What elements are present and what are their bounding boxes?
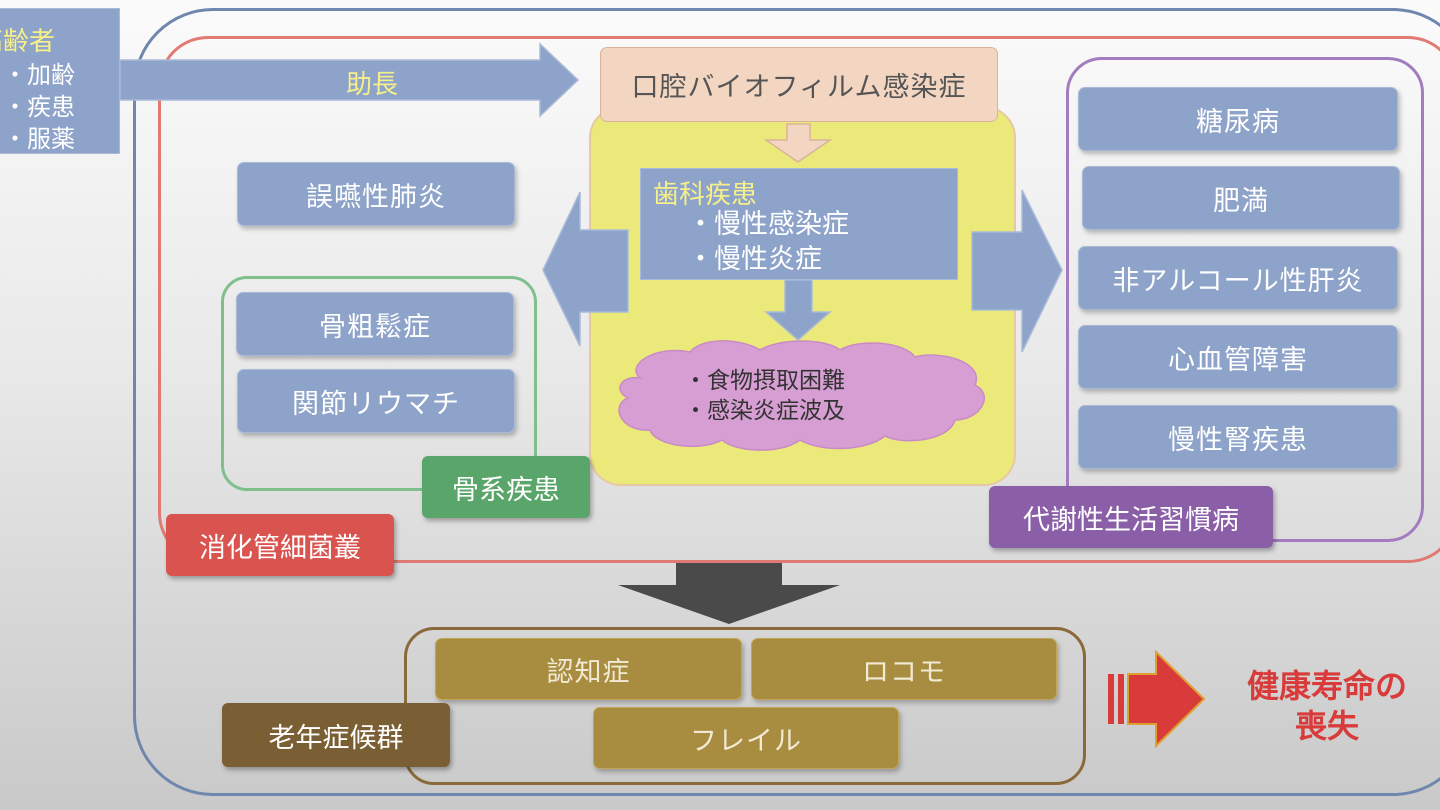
obesity-box: 肥満: [1082, 166, 1400, 230]
bone-frame: [221, 276, 537, 491]
metabolic-tag: 代謝性生活習慣病: [989, 486, 1273, 548]
right-arrow: [971, 189, 1063, 353]
elderly-item: ・服薬: [3, 125, 75, 153]
elderly-item: ・加齢: [3, 61, 75, 89]
nash-box: 非アルコール性肝炎: [1078, 246, 1398, 310]
biofilm-down-arrow: [763, 123, 833, 163]
left-arrow: [542, 191, 629, 347]
cloud-shape: [618, 340, 985, 451]
dental-item: ・慢性炎症: [687, 244, 822, 275]
dental-down-arrow: [764, 279, 832, 341]
cloud-item: ・食物摂取困難: [684, 368, 845, 394]
elderly-box: 高齢者 ・加齢 ・疾患 ・服薬: [0, 8, 120, 154]
oral-biofilm-box: 口腔バイオフィルム感染症: [600, 47, 998, 122]
diabetes-box: 糖尿病: [1078, 87, 1398, 151]
elderly-title: 高齢者: [0, 27, 56, 57]
cloud-text: ・食物摂取困難 ・感染炎症波及: [684, 366, 845, 426]
kidney-disease-box: 慢性腎疾患: [1078, 405, 1398, 469]
outcome-arrow: [1127, 649, 1206, 749]
cloud-item: ・感染炎症波及: [684, 398, 845, 424]
aspiration-pneumonia-box: 誤嚥性肺炎: [237, 162, 515, 226]
gut-flora-tag: 消化管細菌叢: [166, 514, 394, 576]
cardiovascular-box: 心血管障害: [1078, 325, 1398, 389]
outcome-line: 健康寿命の: [1246, 667, 1407, 705]
outcome-arrow-stripe: [1108, 674, 1114, 724]
dental-disease-box: 歯科疾患 ・慢性感染症 ・慢性炎症: [640, 168, 958, 280]
dental-title: 歯科疾患: [653, 180, 758, 210]
promote-label: 助長: [346, 70, 399, 100]
promote-arrow: [119, 42, 580, 118]
outcome-text: 健康寿命の 喪失: [1212, 666, 1440, 746]
dental-item: ・慢性感染症: [687, 209, 849, 240]
bone-disease-tag: 骨系疾患: [422, 456, 590, 518]
outcome-arrow-stripe: [1118, 674, 1124, 724]
locomo-box: ロコモ: [751, 638, 1057, 700]
geriatric-tag: 老年症候群: [222, 703, 450, 767]
outer-frame: [133, 8, 1440, 796]
osteoporosis-box: 骨粗鬆症: [236, 292, 514, 356]
frailty-box: フレイル: [593, 707, 899, 769]
rheumatoid-arthritis-box: 関節リウマチ: [237, 369, 515, 433]
elderly-item: ・疾患: [3, 93, 75, 121]
outcome-line: 喪失: [1294, 707, 1359, 745]
big-down-arrow: [618, 563, 840, 624]
gut-flora-frame: [158, 36, 1440, 563]
dementia-box: 認知症: [435, 638, 742, 700]
